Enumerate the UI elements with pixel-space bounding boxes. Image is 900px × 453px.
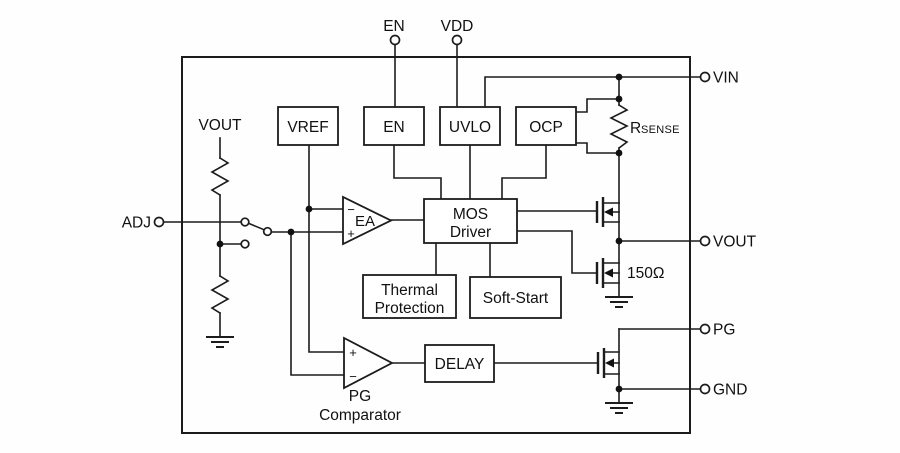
- rsense-resistor: [609, 103, 629, 150]
- block-mos-driver-label-1: MOS: [453, 206, 488, 223]
- divider-resistor-bottom: [210, 274, 230, 315]
- ea-label: EA: [355, 213, 375, 230]
- wire-feedback-to-comp: [290, 231, 345, 376]
- block-en: EN: [363, 106, 425, 146]
- pg-comparator-label-1: PG: [349, 388, 371, 405]
- pg-comparator-label-2: Comparator: [319, 407, 401, 424]
- pin-gnd: GND: [699, 382, 747, 399]
- ground-symbol-pg: [605, 402, 633, 414]
- block-ocp: OCP: [515, 106, 577, 146]
- switch-blade: [247, 222, 265, 231]
- vout-pin-label: VOUT: [713, 234, 757, 251]
- ground-symbol-discharge: [605, 296, 633, 308]
- junction-divider-tap: [216, 240, 224, 248]
- block-soft-start-label: Soft-Start: [483, 290, 549, 307]
- pass-mosfet: [595, 197, 620, 227]
- pg-terminal: [699, 323, 711, 335]
- discharge-mosfet-arrow: [604, 268, 613, 278]
- wire-vin-rail: [484, 76, 701, 109]
- switch-throw-divider: [240, 239, 250, 249]
- ground-symbol-divider: [206, 336, 234, 348]
- divider-bottom-zigzag: [210, 274, 230, 315]
- pin-pg: PG: [699, 322, 735, 339]
- junction-vin: [615, 73, 623, 81]
- switch-throw-adj: [240, 217, 250, 227]
- pg-mosfet: [596, 348, 620, 378]
- junction-gnd: [615, 385, 623, 393]
- junction-vout: [615, 237, 623, 245]
- wire-ocp-to-driver: [501, 144, 547, 200]
- divider-resistor-top: [210, 156, 230, 197]
- ic-boundary-box: [181, 56, 691, 434]
- adj-pin-label: ADJ: [122, 215, 151, 232]
- rsense-label-prefix: R: [630, 120, 641, 137]
- pg-comparator: + − PG Comparator: [319, 336, 401, 424]
- junction-dots: [216, 73, 623, 393]
- block-en-label: EN: [383, 119, 405, 136]
- switch-pole: [262, 226, 273, 237]
- vin-terminal: [699, 71, 711, 83]
- block-ocp-label: OCP: [529, 119, 563, 136]
- pin-vdd: VDD: [441, 18, 474, 46]
- vin-pin-label: VIN: [713, 70, 739, 87]
- ea-minus-sign: −: [347, 202, 355, 217]
- wire-en-to-driver: [393, 144, 442, 200]
- block-mos-driver-label-2: Driver: [450, 224, 491, 241]
- gnd-terminal: [699, 383, 711, 395]
- block-mos-driver: MOS Driver: [423, 198, 518, 244]
- adj-terminal: [153, 216, 165, 228]
- wire-driver-to-dischargegate: [516, 230, 598, 274]
- junction-rsense-bottom: [615, 149, 623, 157]
- vdd-terminal: [451, 34, 463, 46]
- rsense-label-sub: SENSE: [641, 124, 680, 136]
- pg-comp-plus-sign: +: [349, 345, 357, 360]
- pg-pin-label: PG: [713, 322, 735, 339]
- ea-plus-sign: +: [347, 226, 355, 241]
- block-uvlo-label: UVLO: [449, 119, 491, 136]
- discharge-mosfet: [595, 258, 620, 288]
- block-soft-start: Soft-Start: [469, 276, 562, 319]
- pin-en: EN: [383, 18, 405, 46]
- adj-select-switch: [240, 217, 273, 249]
- error-amplifier: − + EA: [342, 195, 394, 246]
- block-thermal-label-1: Thermal: [381, 282, 438, 299]
- en-pin-label: EN: [383, 18, 405, 35]
- rsense-label: R SENSE: [630, 120, 680, 137]
- block-vref-label: VREF: [287, 119, 328, 136]
- pg-comp-minus-sign: −: [349, 369, 357, 384]
- vout-terminal: [699, 235, 711, 247]
- wire-ocp-sense-bottom: [575, 142, 620, 154]
- block-uvlo: UVLO: [439, 106, 501, 146]
- block-thermal-protection: Thermal Protection: [362, 274, 457, 319]
- wire-ocp-sense-top: [575, 98, 620, 113]
- pin-vin: VIN: [699, 70, 739, 87]
- junction-vref-ea: [305, 205, 313, 213]
- block-vref: VREF: [277, 106, 339, 146]
- block-delay: DELAY: [424, 344, 495, 383]
- pass-mosfet-arrow: [604, 207, 613, 217]
- block-thermal-label-2: Protection: [375, 300, 445, 317]
- vdd-pin-label: VDD: [441, 18, 474, 35]
- en-terminal: [389, 34, 401, 46]
- pin-adj: ADJ: [122, 215, 165, 232]
- wire-vref-line: [308, 144, 345, 353]
- junction-rsense-top: [615, 95, 623, 103]
- vout-divider-label: VOUT: [198, 117, 242, 134]
- pg-mosfet-arrow: [605, 358, 614, 368]
- block-delay-label: DELAY: [435, 356, 485, 373]
- junction-feedback: [287, 228, 295, 236]
- rsense-zigzag: [609, 103, 629, 150]
- pin-vout: VOUT: [699, 234, 757, 251]
- discharge-resistance-label: 150Ω: [627, 265, 664, 282]
- divider-top-zigzag: [210, 156, 230, 197]
- gnd-pin-label: GND: [713, 382, 747, 399]
